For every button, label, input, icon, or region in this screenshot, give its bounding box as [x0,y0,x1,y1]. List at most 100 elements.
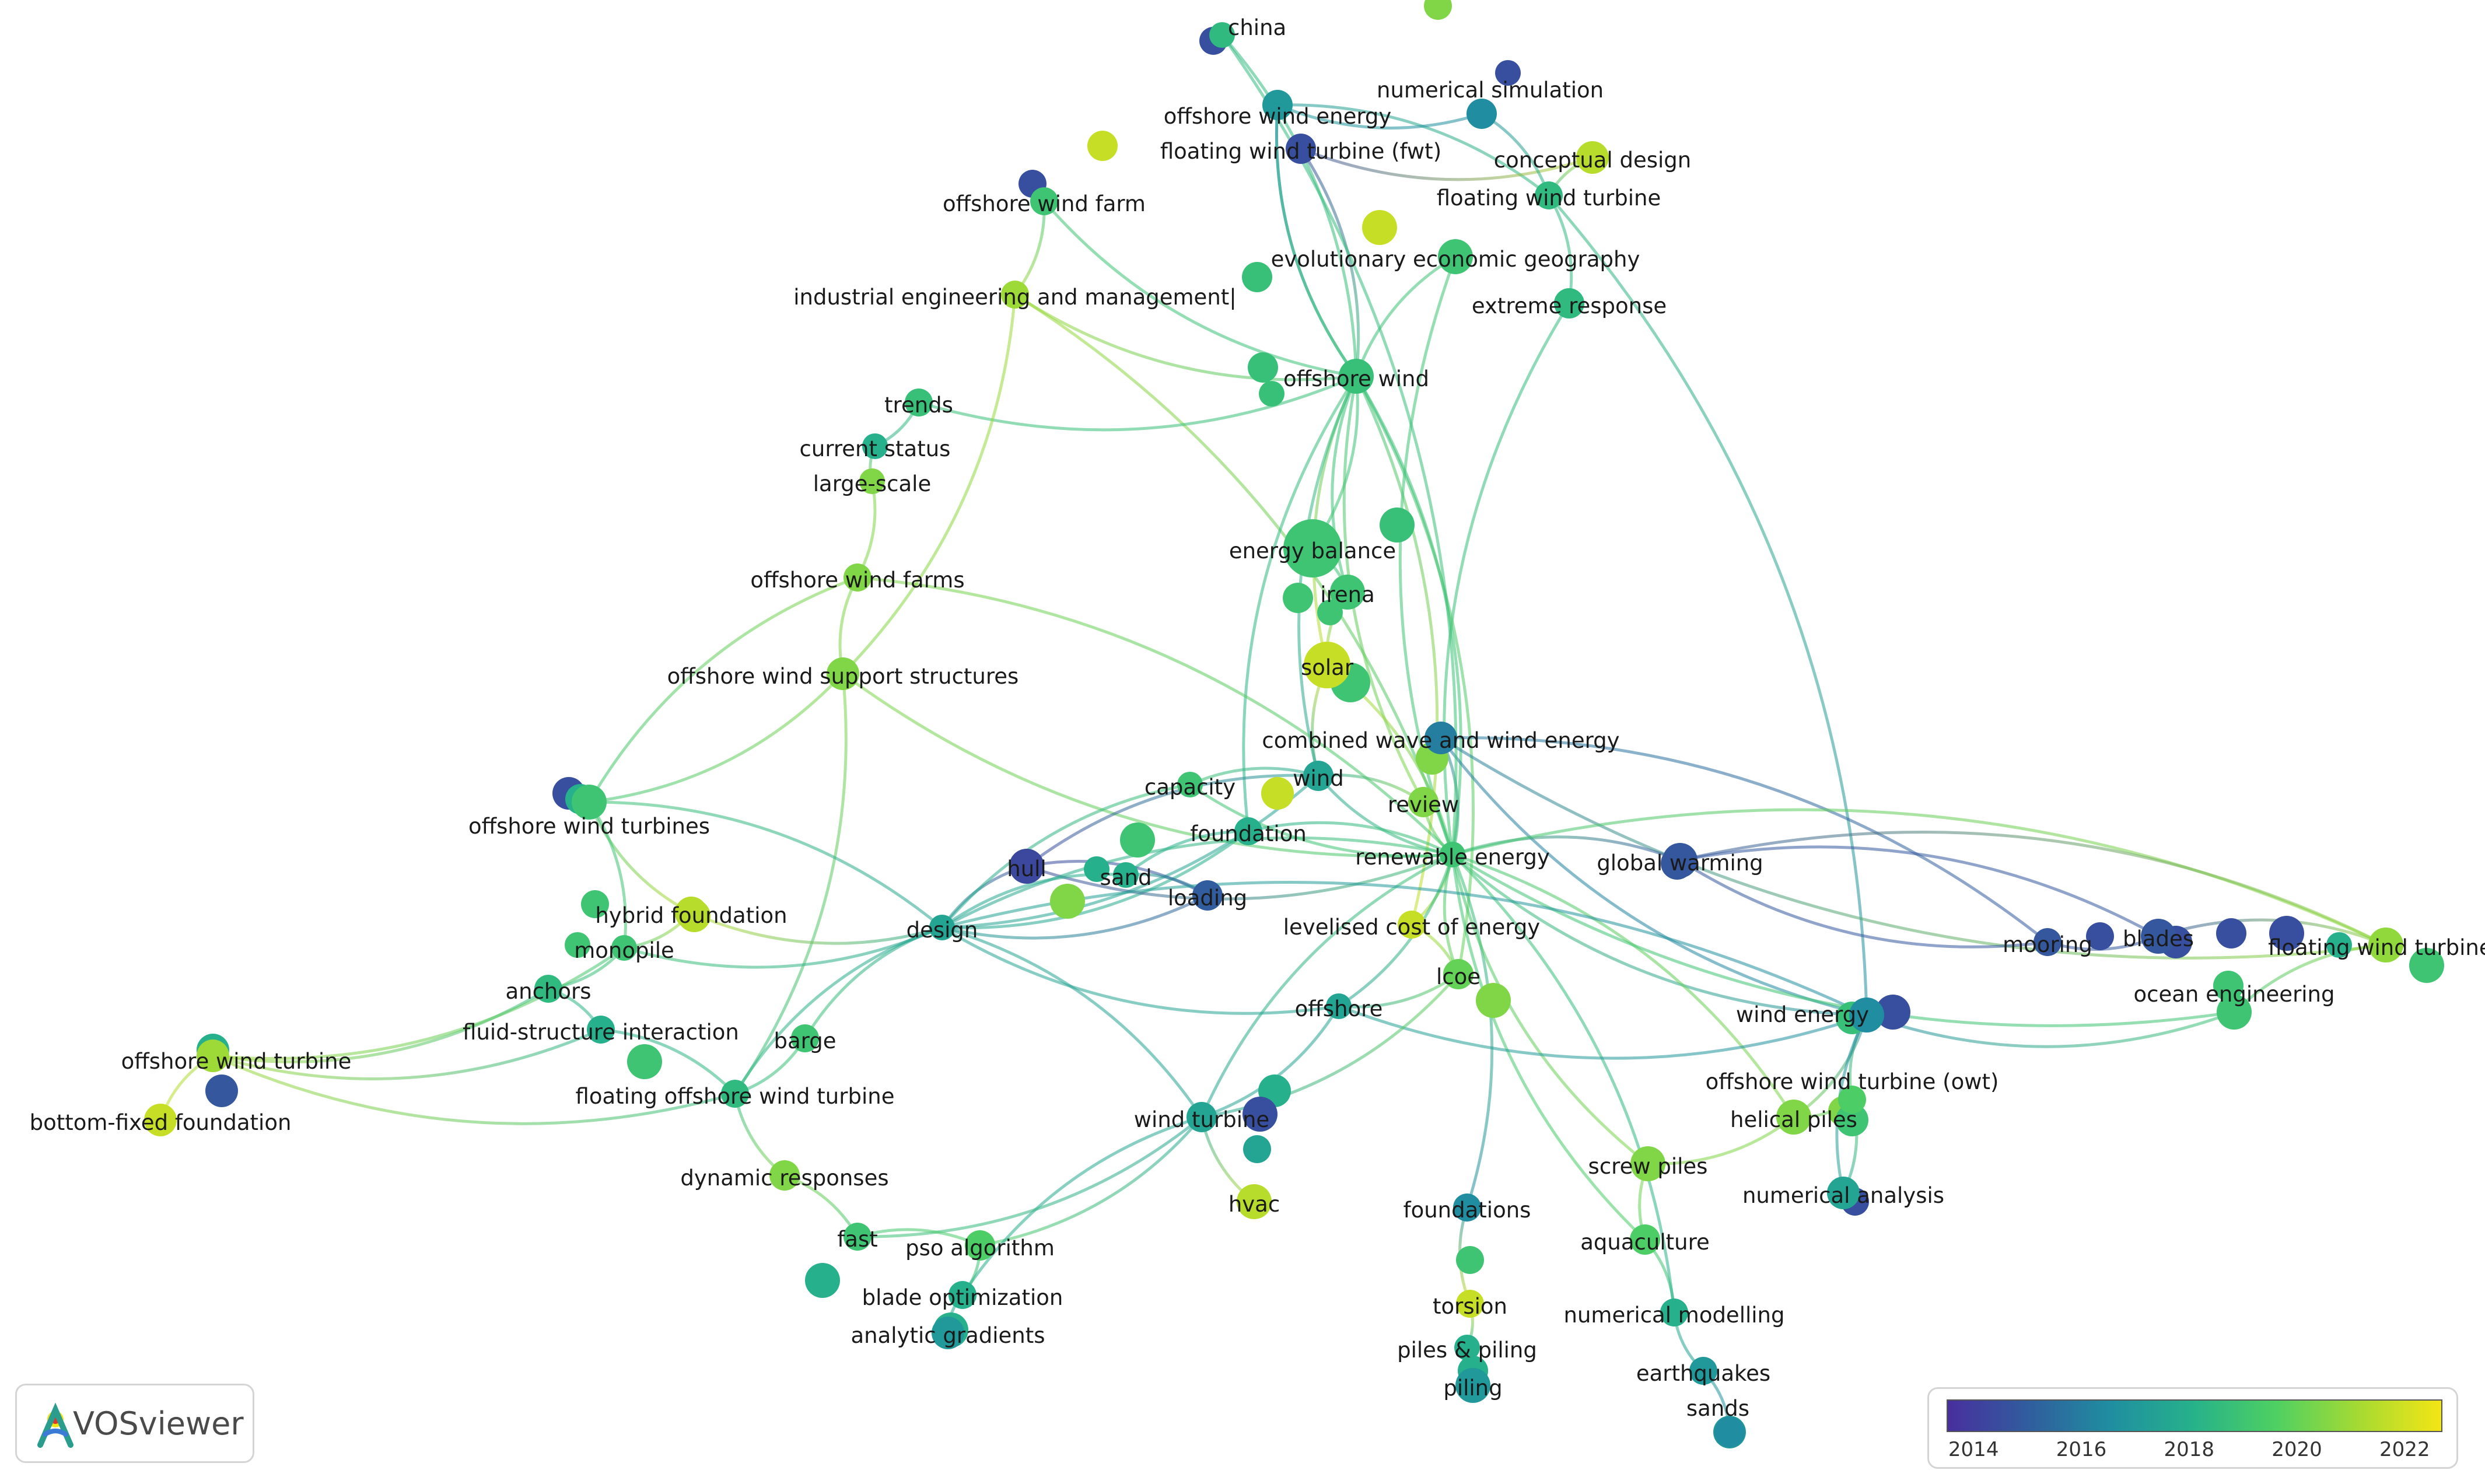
node-label-fluid-structure[interactable]: fluid-structure interaction [463,1020,739,1045]
node-earthquakes[interactable] [1689,1357,1717,1385]
node-label-review[interactable]: review [1388,792,1459,817]
node-label-foundations[interactable]: foundations [1404,1198,1531,1223]
network-node-minor[interactable] [1259,381,1284,407]
node-label-evolutionary-economic-geography[interactable]: evolutionary economic geography [1271,247,1640,272]
network-node-minor[interactable] [2269,916,2304,951]
node-wind-energy[interactable] [1849,998,1884,1032]
node-china[interactable] [1209,22,1235,48]
node-label-helical-piles[interactable]: helical piles [1730,1107,1857,1132]
network-node-minor[interactable] [2213,971,2244,1001]
network-node-minor[interactable] [627,1044,662,1079]
node-label-industrial-engineering[interactable]: industrial engineering and management| [793,285,1237,310]
node-label-pso-algorithm[interactable]: pso algorithm [905,1236,1055,1261]
node-screw-piles[interactable] [1630,1146,1665,1181]
network-node-minor[interactable] [1380,508,1415,542]
network-node-minor[interactable] [1362,210,1397,245]
node-label-offshore-wind-turbine-owt[interactable]: offshore wind turbine (owt) [1706,1069,1999,1094]
node-wind-turbine[interactable] [1186,1102,1217,1132]
network-node-minor[interactable] [2216,918,2246,949]
network-node-minor[interactable] [1120,822,1155,858]
node-numerical-modelling[interactable] [1660,1298,1688,1326]
node-helical-piles[interactable] [1776,1100,1811,1135]
node-wind[interactable] [1303,761,1334,791]
network-node-minor[interactable] [2326,932,2352,958]
network-node-minor[interactable] [1317,600,1343,625]
network-node-minor[interactable] [1476,983,1511,1018]
node-numerical-simulation[interactable] [1466,99,1497,129]
node-renewable-energy[interactable] [1440,842,1465,867]
network-node-minor[interactable] [1248,352,1278,383]
node-label-mooring[interactable]: mooring [2003,932,2092,957]
node-bottom-fixed-foundation[interactable] [144,1104,177,1136]
node-label-barge[interactable]: barge [774,1028,836,1054]
node-label-wind[interactable]: wind [1293,766,1343,791]
network-node-minor[interactable] [565,932,590,958]
node-capacity[interactable] [1177,772,1203,797]
network-node-minor[interactable] [1243,1135,1271,1163]
node-hybrid-foundation[interactable] [675,897,708,929]
network-node-minor[interactable] [1456,1246,1484,1274]
network-node-minor[interactable] [581,890,609,918]
node-label-offshore-wind[interactable]: offshore wind [1283,366,1429,391]
node-offshore-wind-turbine-owt[interactable] [1838,1086,1866,1114]
node-ocean-engineering[interactable] [2217,995,2252,1030]
node-hvac[interactable] [1237,1184,1272,1219]
node-aquaculture[interactable] [1630,1224,1660,1255]
node-label-fast[interactable]: fast [837,1227,877,1252]
node-label-offshore-wind-turbine[interactable]: offshore wind turbine [121,1049,352,1074]
node-energy-balance[interactable] [1283,519,1342,578]
network-node-minor[interactable] [1050,884,1085,919]
node-label-sands[interactable]: sands [1686,1396,1749,1421]
node-label-hvac[interactable]: hvac [1228,1192,1280,1217]
node-current-status[interactable] [862,433,888,459]
node-piling[interactable] [1455,1368,1490,1403]
node-label-piling[interactable]: piling [1443,1376,1502,1401]
node-sands[interactable] [1714,1417,1745,1447]
node-fast[interactable] [844,1223,872,1251]
node-solar[interactable] [1304,642,1350,688]
node-hull[interactable] [1009,849,1044,884]
node-label-aquaculture[interactable]: aquaculture [1580,1230,1709,1255]
node-industrial-engineering[interactable] [1001,281,1029,309]
node-floating-wind-turbine[interactable] [1535,181,1563,209]
node-foundations[interactable] [1453,1194,1481,1222]
node-label-hull[interactable]: hull [1007,856,1046,881]
node-label-numerical-simulation[interactable]: numerical simulation [1377,78,1604,103]
node-label-dynamic-responses[interactable]: dynamic responses [680,1166,888,1191]
network-node-minor[interactable] [1087,131,1118,161]
node-label-analytic-gradients[interactable]: analytic gradients [851,1323,1045,1348]
node-label-earthquakes[interactable]: earthquakes [1636,1361,1770,1386]
node-label-china[interactable]: china [1228,15,1286,40]
node-evolutionary-economic-geography[interactable] [1438,239,1473,274]
node-label-sand[interactable]: sand [1100,865,1152,890]
node-label-wind-turbine[interactable]: wind turbine [1134,1107,1269,1132]
node-label-piles-piling[interactable]: piles & piling [1397,1338,1537,1363]
node-label-renewable-energy[interactable]: renewable energy [1355,845,1550,870]
node-label-design[interactable]: design [907,918,978,943]
network-node-minor[interactable] [1836,1104,1868,1136]
node-fluid-structure[interactable] [587,1016,615,1044]
node-foundation[interactable] [1234,817,1262,845]
node-sand[interactable] [1113,862,1139,888]
node-label-irena[interactable]: irena [1320,582,1375,607]
node-torsion[interactable] [1456,1290,1484,1318]
node-label-lcoe[interactable]: lcoe [1436,964,1480,989]
node-offshore-wind-turbines[interactable] [572,785,607,820]
node-anchors[interactable] [534,975,562,1003]
node-combined-wave-wind[interactable] [1424,722,1457,754]
node-design[interactable] [929,915,955,940]
node-label-hybrid-foundation[interactable]: hybrid foundation [595,903,787,928]
node-label-foundation[interactable]: foundation [1190,821,1307,846]
node-global-warming[interactable] [1662,843,1698,878]
node-label-trends[interactable]: trends [884,393,953,418]
network-node-minor[interactable] [1084,856,1110,882]
node-levelised-cost[interactable] [1398,911,1426,939]
node-offshore[interactable] [1326,993,1352,1019]
node-label-torsion[interactable]: torsion [1433,1294,1507,1319]
node-label-current-status[interactable]: current status [800,436,951,461]
node-label-large-scale[interactable]: large-scale [813,471,931,496]
node-label-blades[interactable]: blades [2123,926,2194,951]
node-label-offshore-wind-farm[interactable]: offshore wind farm [943,191,1146,216]
node-lcoe[interactable] [1443,959,1474,989]
